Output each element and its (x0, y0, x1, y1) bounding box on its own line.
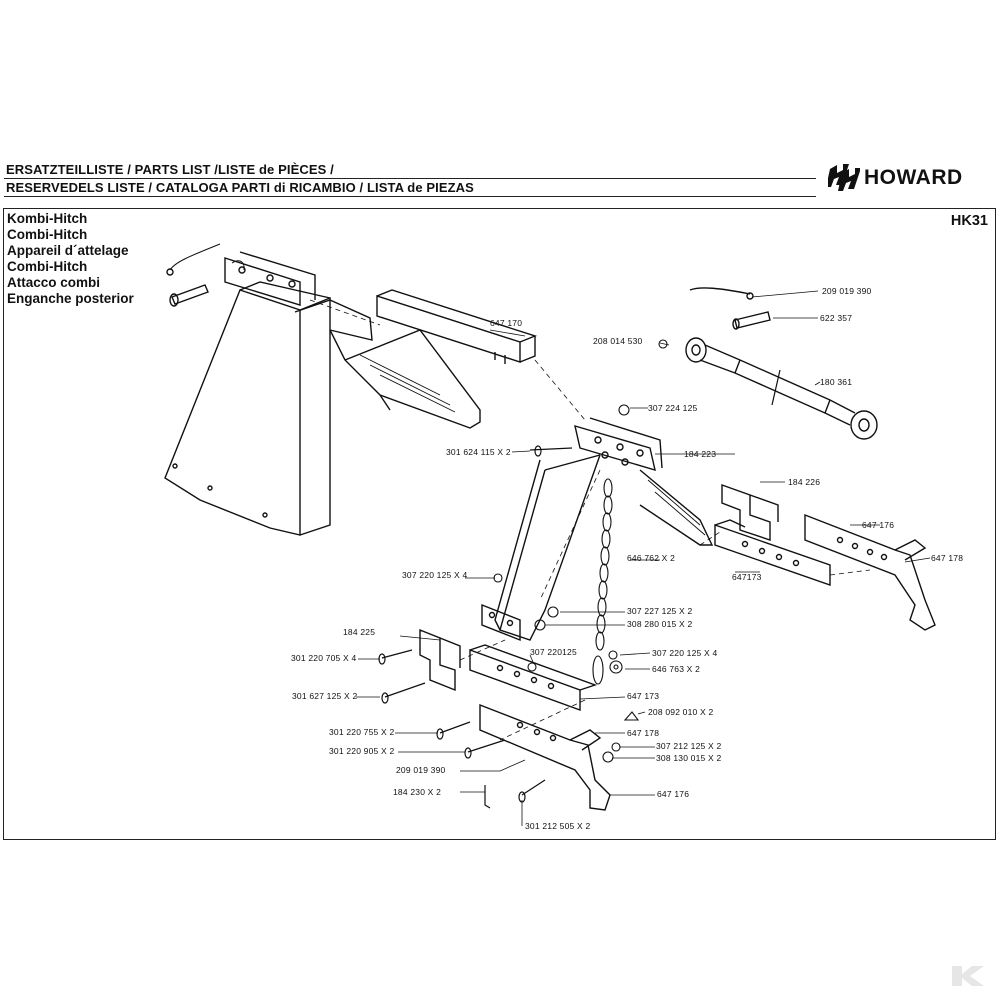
assembly-guide-lines (309, 299, 871, 741)
drawbar-647173-right (714, 519, 831, 586)
title-en: Combi-Hitch (7, 227, 88, 242)
part-label-647176-lower: 647 176 (657, 789, 690, 799)
part-label-307220125: 307 220125 (530, 647, 577, 657)
part-label-307224125: 307 224 125 (648, 403, 698, 413)
title-block: Kombi-Hitch Combi-Hitch Appareil d´attel… (7, 211, 134, 307)
part-label-307212125: 307 212 125 X 2 (656, 741, 722, 751)
howard-logo-icon (828, 164, 860, 191)
part-label-307220125-right: 307 220 125 X 4 (652, 648, 718, 658)
hook-647176-lower (479, 703, 611, 811)
part-label-308130015: 308 130 015 X 2 (656, 753, 722, 763)
part-label-184223: 184 223 (684, 449, 717, 459)
main-frame-bracket (164, 251, 481, 536)
part-label-646762: 646 762 X 2 (627, 553, 676, 563)
part-label-647170: 647 170 (490, 318, 523, 328)
title-fr: Appareil d´attelage (7, 243, 129, 258)
diagram-frame (3, 208, 996, 840)
header-rule-1 (4, 178, 816, 179)
part-label-301212505: 301 212 505 X 2 (525, 821, 591, 831)
watermark-logo-icon (952, 966, 984, 986)
part-label-301220905: 301 220 905 X 2 (329, 746, 395, 756)
part-label-622357: 622 357 (820, 313, 853, 323)
part-label-301627125: 301 627 125 X 2 (292, 691, 358, 701)
part-label-647173-lower: 647 173 (627, 691, 660, 701)
central-mast-184223 (481, 417, 714, 642)
part-label-180361: 180 361 (820, 377, 853, 387)
chain-646762 (592, 478, 613, 685)
part-label-647178-right: 647 178 (931, 553, 964, 563)
part-label-208092010: 208 092 010 X 2 (648, 707, 714, 717)
howard-logo: HOWARD (828, 163, 963, 193)
top-bar-647170 (376, 289, 538, 364)
diagram-code: HK31 (950, 213, 988, 229)
top-link-180361 (685, 287, 878, 440)
part-label-307227125: 307 227 125 X 2 (627, 606, 693, 616)
brand-name: HOWARD (864, 166, 963, 189)
bracket-184225 (419, 628, 461, 692)
bracket-184226 (721, 484, 779, 541)
part-label-184226: 184 226 (788, 477, 821, 487)
title-dk: Combi-Hitch (7, 259, 88, 274)
part-label-184230: 184 230 X 2 (393, 787, 442, 797)
drawbar-647173-lower (469, 644, 598, 711)
leader-lines (356, 290, 931, 826)
nuts-and-washers (493, 339, 668, 763)
part-label-301220755: 301 220 755 X 2 (329, 727, 395, 737)
part-label-184225: 184 225 (343, 627, 376, 637)
part-label-301624115: 301 624 115 X 2 (446, 447, 511, 457)
header-rule-2 (4, 196, 816, 197)
part-label-308280015: 308 280 015 X 2 (627, 619, 693, 629)
part-label-647178-lower: 647 178 (627, 728, 660, 738)
part-label-646763: 646 763 X 2 (652, 664, 701, 674)
part-label-647176-right: 647 176 (862, 520, 895, 530)
hook-647176-right (804, 513, 936, 631)
title-it: Attacco combi (7, 275, 101, 290)
part-label-209019390-lower: 209 019 390 (396, 765, 446, 775)
part-label-301220705: 301 220 705 X 4 (291, 653, 357, 663)
title-de: Kombi-Hitch (7, 211, 88, 226)
part-label-208014530: 208 014 530 (593, 336, 643, 346)
top-pin-and-clip (166, 243, 245, 307)
header-line-1: ERSATZTEILLISTE / PARTS LIST /LISTE de P… (6, 162, 334, 177)
part-label-647173-right: 647173 (732, 572, 762, 582)
title-es: Enganche posterior (7, 291, 134, 306)
part-label-209019390: 209 019 390 (822, 286, 872, 296)
bolts (378, 445, 573, 809)
header-line-2: RESERVEDELS LISTE / CATALOGA PARTI di RI… (6, 180, 474, 195)
part-label-307220125-upper: 307 220 125 X 4 (402, 570, 468, 580)
